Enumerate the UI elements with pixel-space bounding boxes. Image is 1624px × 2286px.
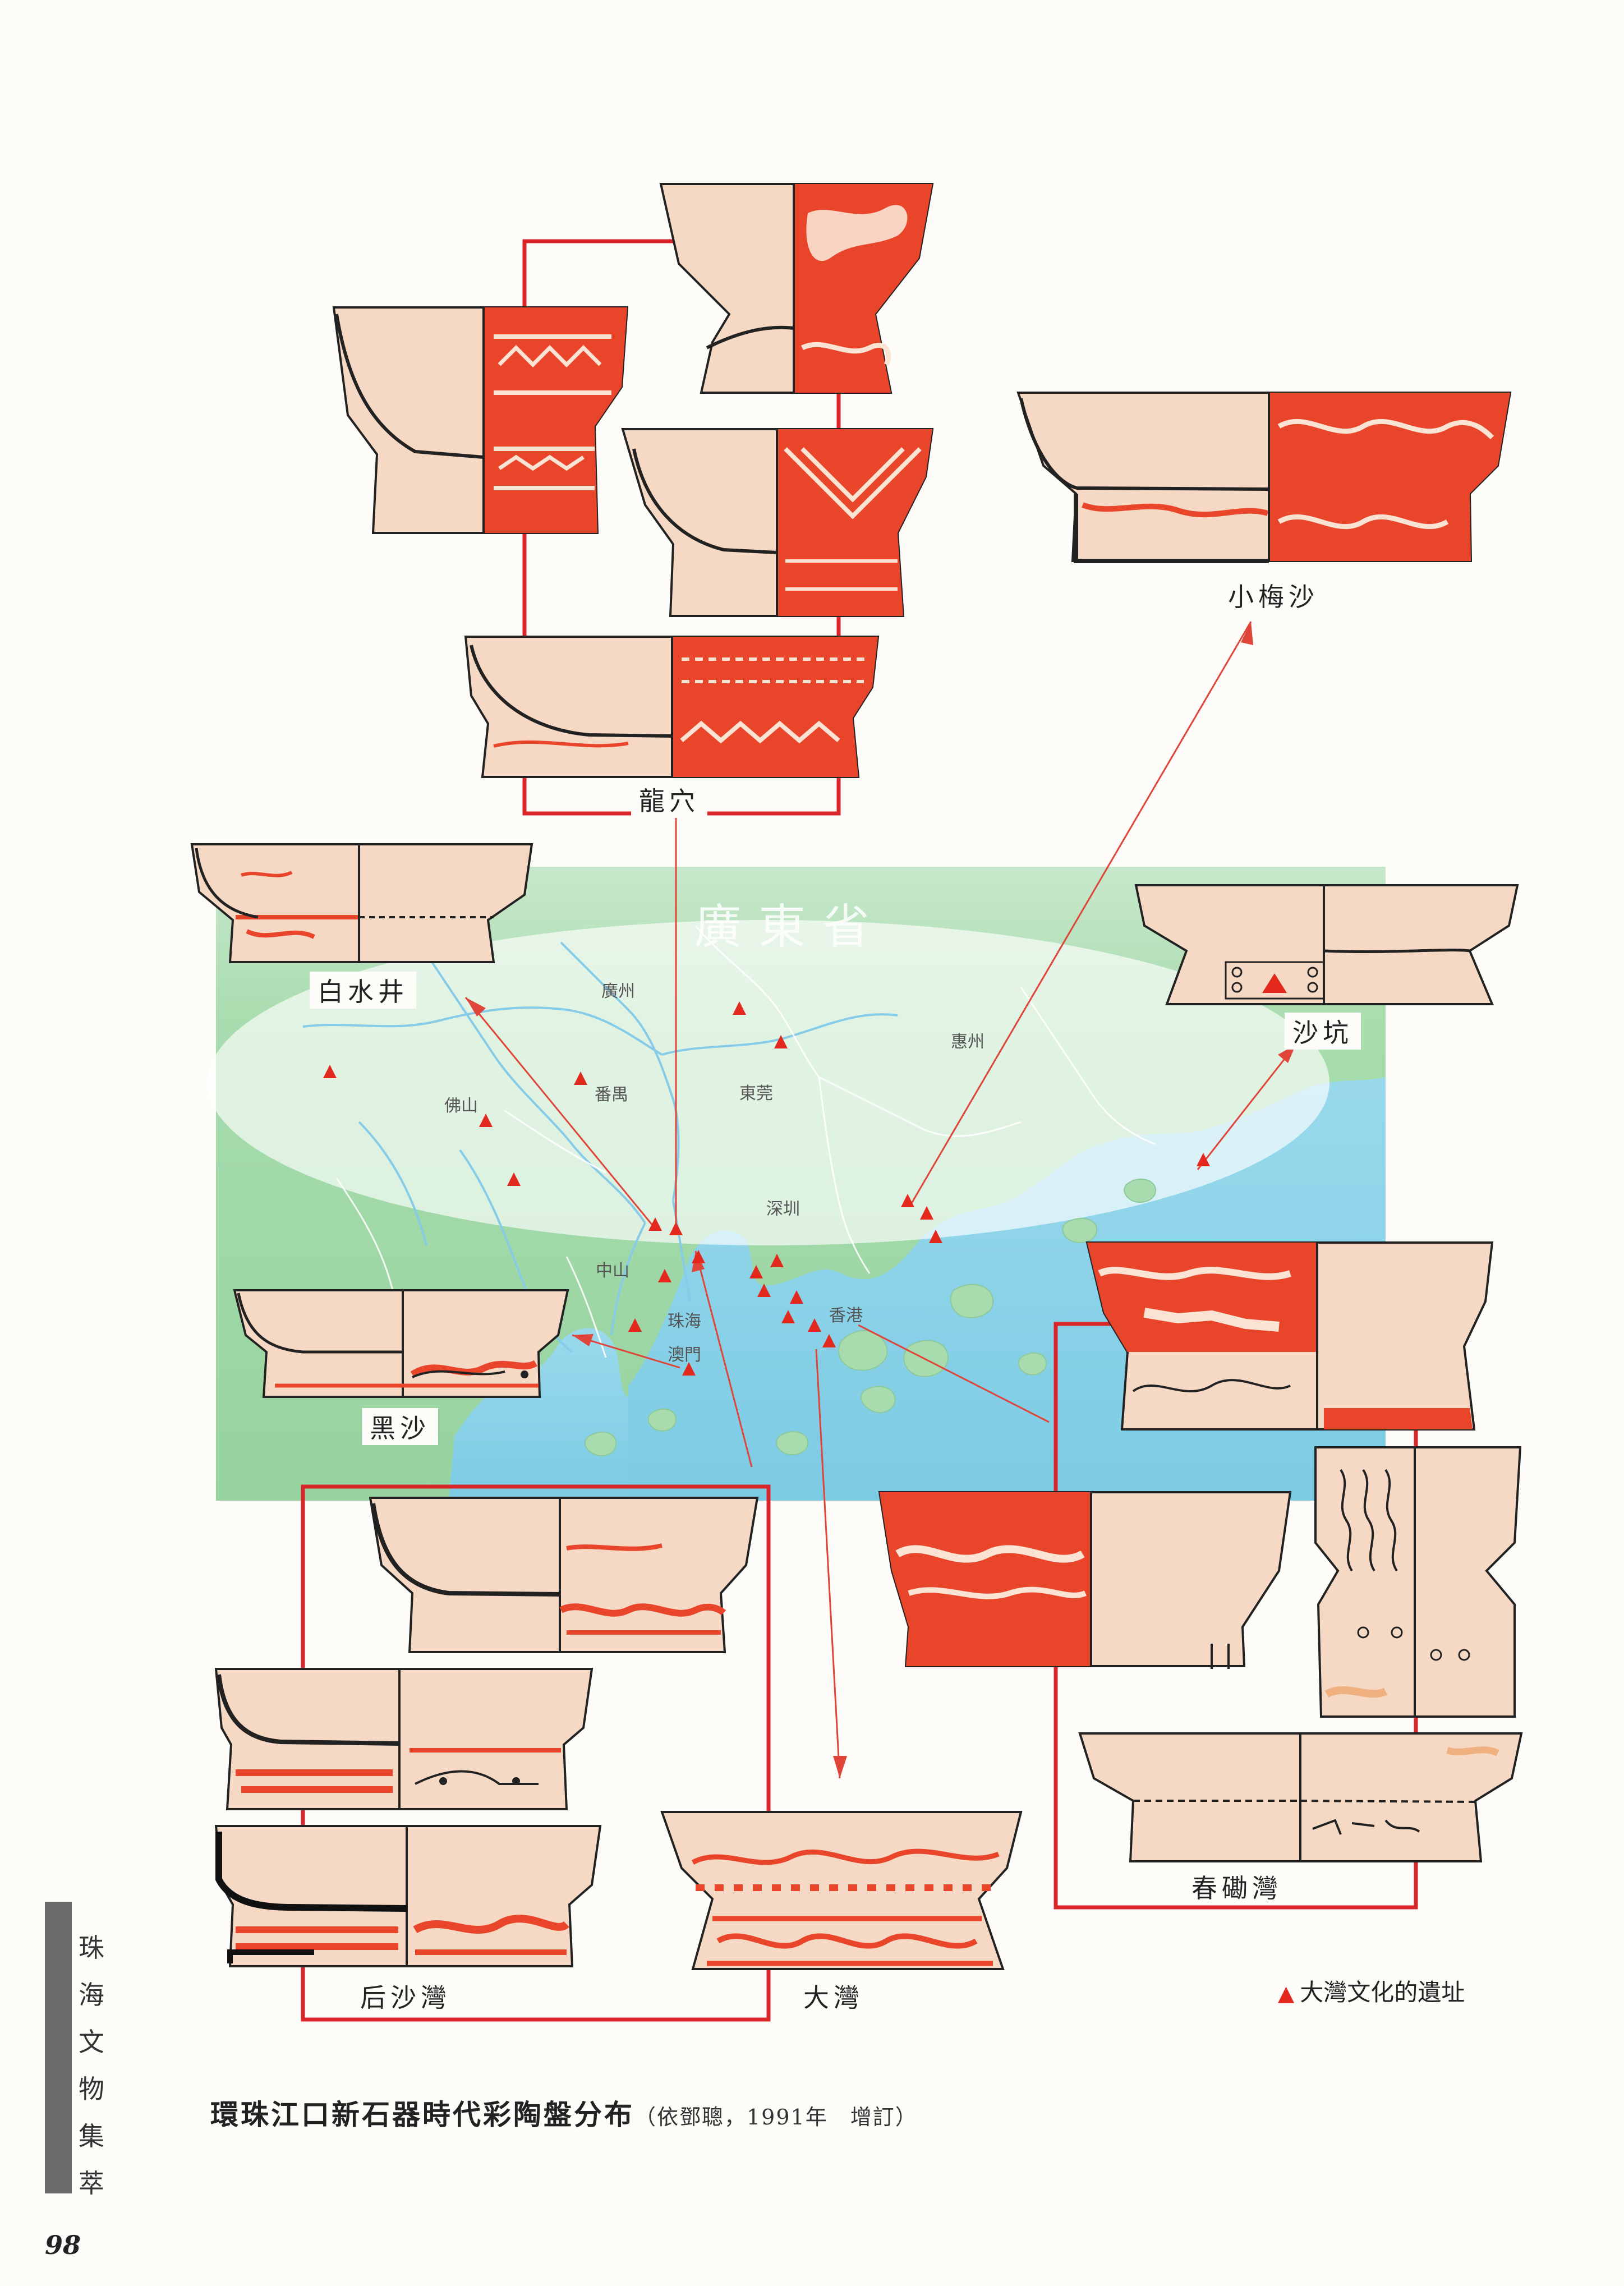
- caption-citation: （依鄧聰，1991年 增訂）: [634, 2105, 918, 2129]
- city-label-guangzhou: 廣州: [601, 982, 635, 1001]
- map-legend: ▲大灣文化的遺址: [1278, 1974, 1465, 2008]
- sidebar-bar: [45, 1902, 72, 2193]
- site-marker: [479, 1114, 493, 1127]
- site-marker: [733, 1001, 746, 1015]
- sea-area-west: [449, 1328, 628, 1501]
- site-marker: [774, 1035, 788, 1048]
- pottery-houshawan-2: [214, 1668, 594, 1810]
- city-label-dongguan: 東莞: [739, 1084, 773, 1103]
- sidebar-char: 萃: [79, 2168, 104, 2198]
- pottery-houshawan-1: [369, 1497, 759, 1653]
- pottery-longxue-1: [332, 306, 629, 534]
- city-label-huizhou: 惠州: [951, 1032, 984, 1052]
- site-marker: [790, 1290, 803, 1304]
- sidebar-char: 海: [79, 1980, 104, 2010]
- pottery-chunkanwan-2: [878, 1491, 1292, 1669]
- pottery-chunkanwan-1: [1085, 1241, 1494, 1431]
- pottery-dawan: [660, 1811, 1023, 1970]
- site-marker: [648, 1217, 662, 1231]
- site-marker: [658, 1269, 671, 1282]
- city-label-zhongshan: 中山: [596, 1261, 629, 1281]
- islands: [585, 1179, 1157, 1456]
- legend-label: 大灣文化的遺址: [1300, 1979, 1465, 2006]
- sidebar-char: 物: [79, 2074, 104, 2104]
- site-label-chunkanwan: 春磡灣: [1184, 1868, 1290, 1905]
- rivers: [302, 941, 898, 1353]
- site-marker: [781, 1310, 795, 1323]
- site-marker: [692, 1250, 705, 1263]
- city-label-shenzhen: 深圳: [766, 1199, 800, 1219]
- site-label-xiaomeisha: 小梅沙: [1220, 577, 1327, 614]
- site-marker: [1197, 1153, 1210, 1166]
- site-label-houshawan: 后沙灣: [352, 1977, 459, 2014]
- pottery-longxue-3: [621, 428, 934, 617]
- site-marker: [822, 1334, 836, 1347]
- arrowheads: [466, 622, 1296, 1778]
- site-label-dawan: 大灣: [795, 1977, 872, 2014]
- sidebar-char: 集: [79, 2121, 104, 2151]
- pottery-chunkanwan-3: [1314, 1446, 1522, 1718]
- sidebar-title: 珠 海 文 物 集 萃: [79, 1924, 112, 2207]
- site-marker-icon: ▲: [1278, 1981, 1295, 2006]
- city-label-hongkong: 香港: [829, 1306, 863, 1326]
- site-marker: [749, 1265, 763, 1278]
- site-marker: [669, 1222, 683, 1235]
- pottery-xiaomeisha: [1016, 392, 1512, 563]
- site-marker: [628, 1318, 642, 1332]
- site-label-longxue: 龍穴: [631, 781, 707, 818]
- site-marker: [770, 1254, 784, 1267]
- figure-caption: 環珠江口新石器時代彩陶盤分布（依鄧聰，1991年 增訂）: [210, 2092, 918, 2133]
- highlight-ellipse: [208, 920, 1329, 1245]
- site-marker: [808, 1318, 821, 1332]
- site-marker: [507, 1172, 521, 1186]
- province-label: 廣東省: [694, 899, 887, 954]
- city-label-foshan: 佛山: [444, 1096, 478, 1116]
- site-label-heisha: 黑沙: [362, 1408, 438, 1445]
- pottery-chunkanwan-4: [1078, 1732, 1523, 1862]
- city-label-panyu: 番禺: [595, 1085, 628, 1105]
- pottery-houshawan-3: [214, 1825, 602, 1967]
- pottery-shakeng: [1134, 884, 1519, 1005]
- city-label-zhuhai: 珠海: [668, 1312, 701, 1331]
- site-marker: [920, 1206, 933, 1220]
- site-label-shakeng: 沙坑: [1285, 1013, 1361, 1050]
- connector-lines: [464, 621, 1297, 1779]
- site-marker: [901, 1194, 914, 1207]
- site-marker: [682, 1362, 696, 1376]
- site-label-baishuijing: 白水井: [310, 972, 416, 1009]
- pottery-longxue-4: [464, 636, 880, 778]
- pottery-heisha: [233, 1289, 569, 1398]
- site-markers: [323, 1001, 1210, 1376]
- site-marker: [929, 1230, 942, 1243]
- pottery-baishuijing: [190, 843, 533, 963]
- city-label-macau: 澳門: [668, 1345, 701, 1365]
- boundaries: [335, 925, 1156, 1358]
- site-marker: [757, 1284, 771, 1297]
- caption-title: 環珠江口新石器時代彩陶盤分布: [210, 2098, 634, 2131]
- site-marker: [574, 1071, 587, 1085]
- pottery-longxue-2: [659, 183, 934, 394]
- sidebar-char: 珠: [79, 1933, 104, 1963]
- page-number: 98: [45, 2230, 81, 2260]
- site-marker: [323, 1065, 337, 1078]
- sidebar-char: 文: [79, 2027, 104, 2057]
